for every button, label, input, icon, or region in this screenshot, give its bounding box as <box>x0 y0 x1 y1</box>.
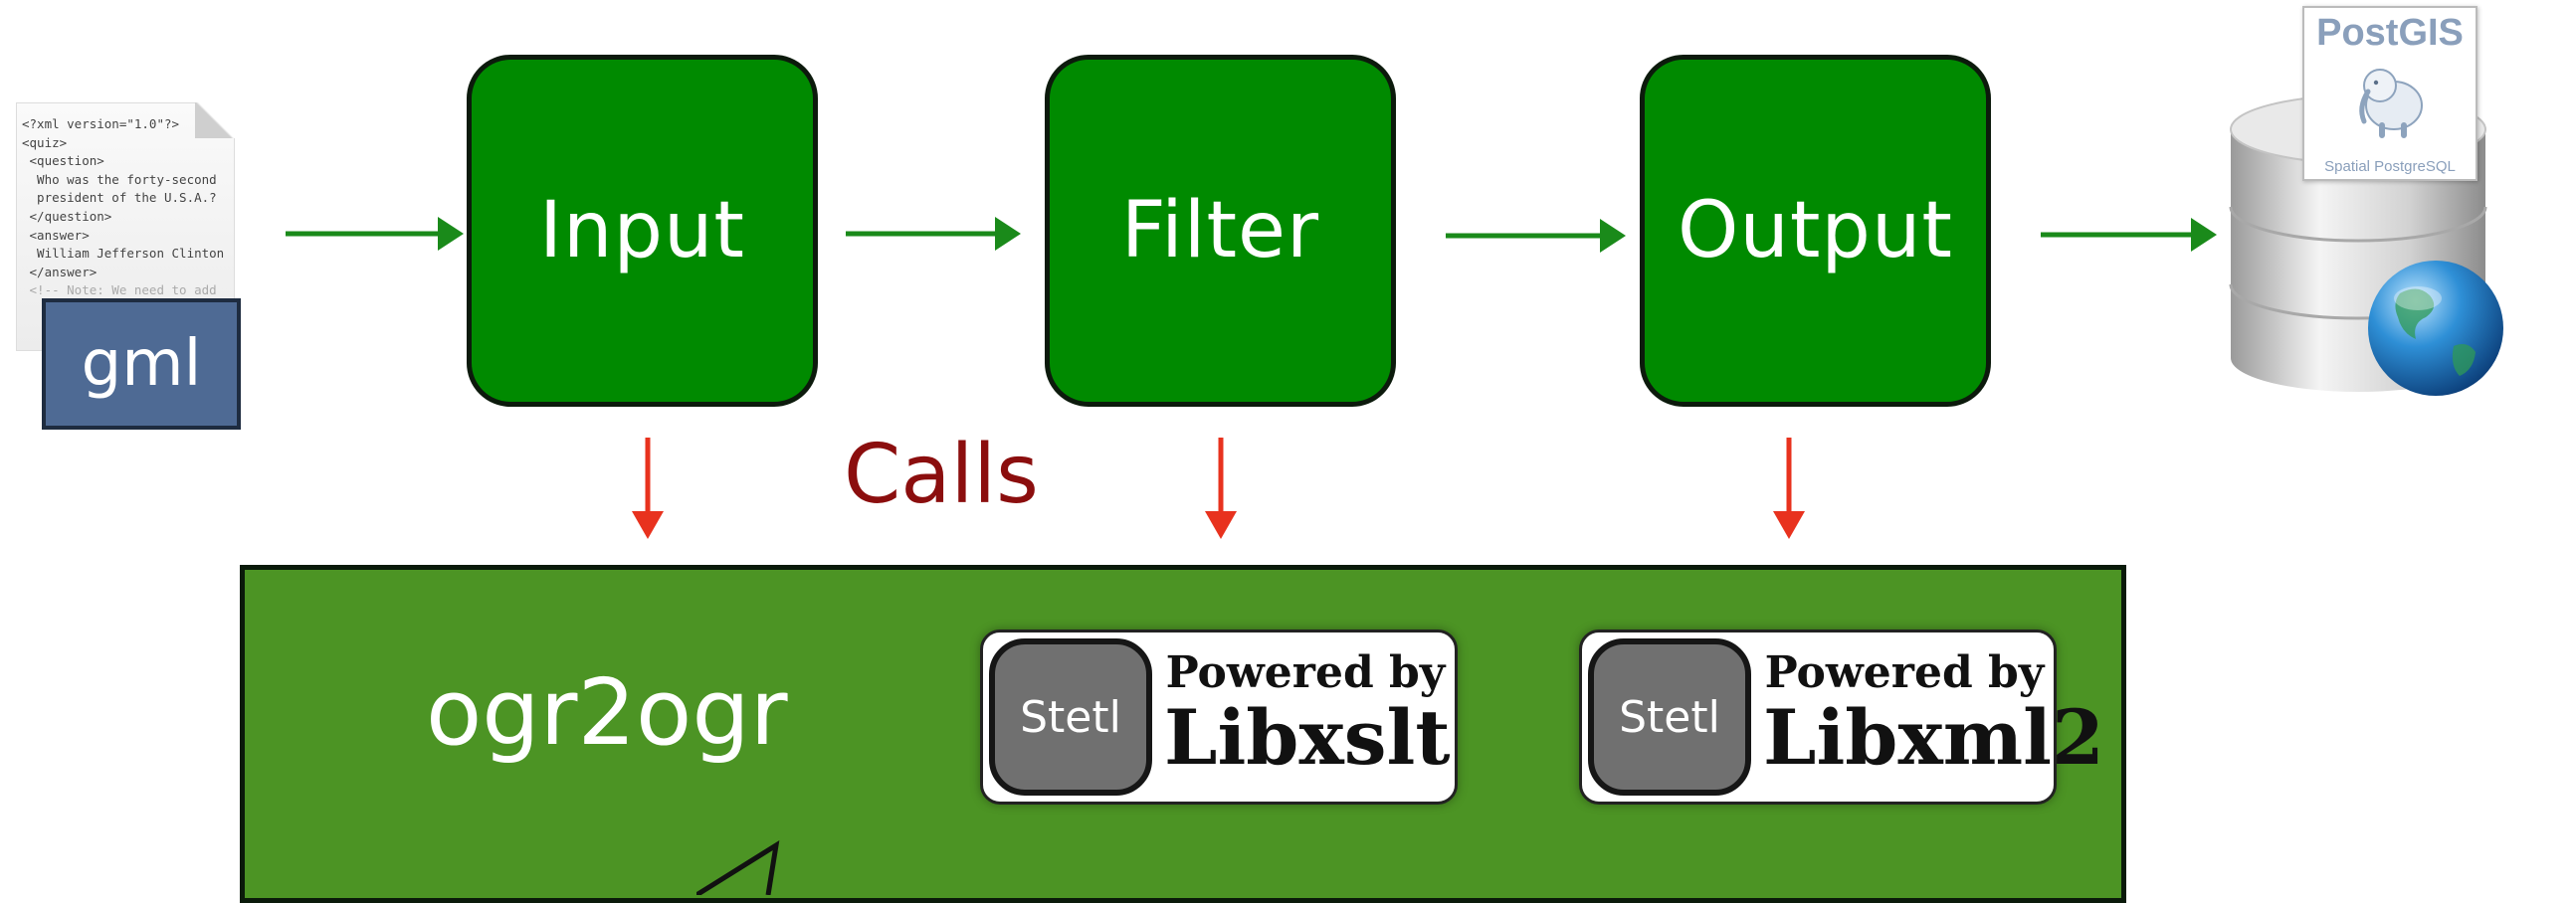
postgis-logo: PostGIS Spatial PostgreSQL <box>2302 6 2477 181</box>
stage-output: Output <box>1640 55 1991 407</box>
stetl-button: Stetl <box>1588 638 1751 796</box>
xml-line: president of the U.S.A.? <box>22 190 217 206</box>
stage-input: Input <box>467 55 818 407</box>
ogr2ogr-label: ogr2ogr <box>426 659 788 766</box>
flow-arrow-head <box>995 217 1021 251</box>
xml-line: Who was the forty-second <box>22 171 217 187</box>
xml-line: <quiz> <box>22 134 68 150</box>
stage-filter: Filter <box>1045 55 1396 407</box>
call-arrow-head <box>1205 511 1237 539</box>
powered-by-label: Powered by <box>1764 647 2045 698</box>
call-arrows <box>632 438 1805 539</box>
powered-by-text: Powered by Libxslt <box>1164 647 1451 782</box>
flow-arrows <box>286 217 2217 253</box>
library-name: Libxml2 <box>1763 693 2104 782</box>
xml-line: </question> <box>22 208 112 224</box>
xml-line: </answer> <box>22 264 98 279</box>
powered-by-text: Powered by Libxml2 <box>1763 647 2104 782</box>
postgis-subtitle: Spatial PostgreSQL <box>2324 158 2456 175</box>
xml-line: <!-- Note: We need to add <box>22 282 217 298</box>
document-fold <box>195 102 235 138</box>
call-arrow-head <box>1773 511 1805 539</box>
xml-line: <?xml version="1.0"?> <box>22 116 180 131</box>
xml-document-text: <?xml version="1.0"?> <quiz> <question> … <box>22 115 225 300</box>
gml-format-badge: gml <box>42 298 241 430</box>
flow-arrow-head <box>2191 218 2217 252</box>
xml-line: <question> <box>22 153 104 169</box>
xml-line: <answer> <box>22 227 90 243</box>
stetl-button: Stetl <box>989 638 1152 796</box>
database-icon <box>2229 94 2503 396</box>
call-arrow-head <box>632 511 664 539</box>
flow-arrow-head <box>438 217 464 251</box>
libxml2-badge: Stetl Powered by Libxml2 <box>1579 630 2104 805</box>
elephant-icon <box>2359 69 2423 138</box>
calls-label: Calls <box>844 428 1039 522</box>
powered-by-label: Powered by <box>1165 647 1446 698</box>
xml-line: William Jefferson Clinton <box>22 246 225 262</box>
flow-arrow-head <box>1600 219 1626 253</box>
postgis-title: PostGIS <box>2316 12 2464 54</box>
libxslt-badge: Stetl Powered by Libxslt <box>980 630 1458 805</box>
library-name: Libxslt <box>1164 693 1451 782</box>
globe-icon <box>2368 261 2503 396</box>
speech-pointer <box>696 839 780 895</box>
